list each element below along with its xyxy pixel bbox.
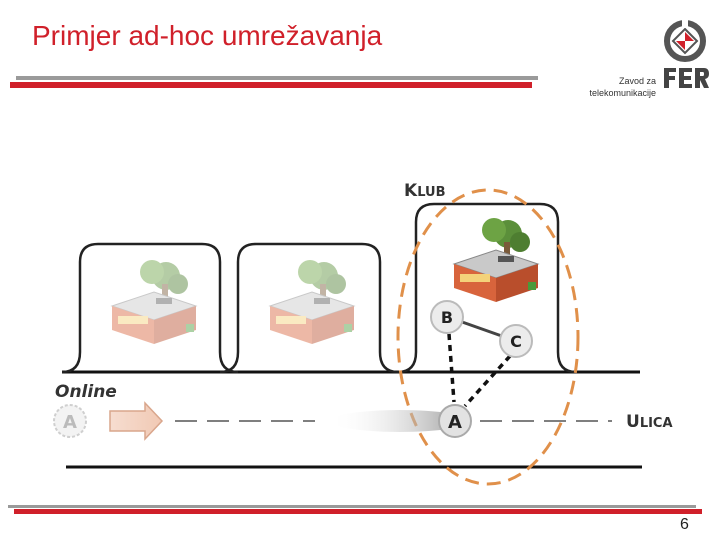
page-number: 6 bbox=[680, 516, 689, 534]
footer-rule-grey bbox=[8, 505, 696, 508]
node-a-ghost-label: A bbox=[63, 412, 77, 433]
online-label: Online bbox=[55, 382, 117, 402]
footer-rule-red bbox=[14, 509, 702, 514]
klub-label-rest: LUB bbox=[417, 185, 445, 200]
ulica-label-rest: LICA bbox=[640, 416, 673, 431]
building-icon-1 bbox=[112, 260, 196, 344]
node-a-label: A bbox=[448, 412, 462, 433]
ulica-label: ULICA bbox=[626, 412, 673, 432]
node-c: C bbox=[500, 325, 532, 357]
motion-arrow-icon bbox=[110, 403, 162, 439]
node-a: A bbox=[439, 405, 471, 437]
link-a-b bbox=[449, 334, 454, 402]
node-b: B bbox=[431, 301, 463, 333]
link-a-c bbox=[465, 356, 510, 406]
building-icon-2 bbox=[270, 260, 354, 344]
ulica-label-first: U bbox=[626, 412, 640, 432]
node-a-ghost: A bbox=[54, 405, 86, 437]
building-icon-klub bbox=[454, 218, 538, 302]
node-b-label: B bbox=[441, 308, 453, 327]
node-c-label: C bbox=[510, 332, 522, 351]
klub-label: KLUB bbox=[404, 181, 445, 201]
klub-label-first: K bbox=[404, 181, 418, 201]
